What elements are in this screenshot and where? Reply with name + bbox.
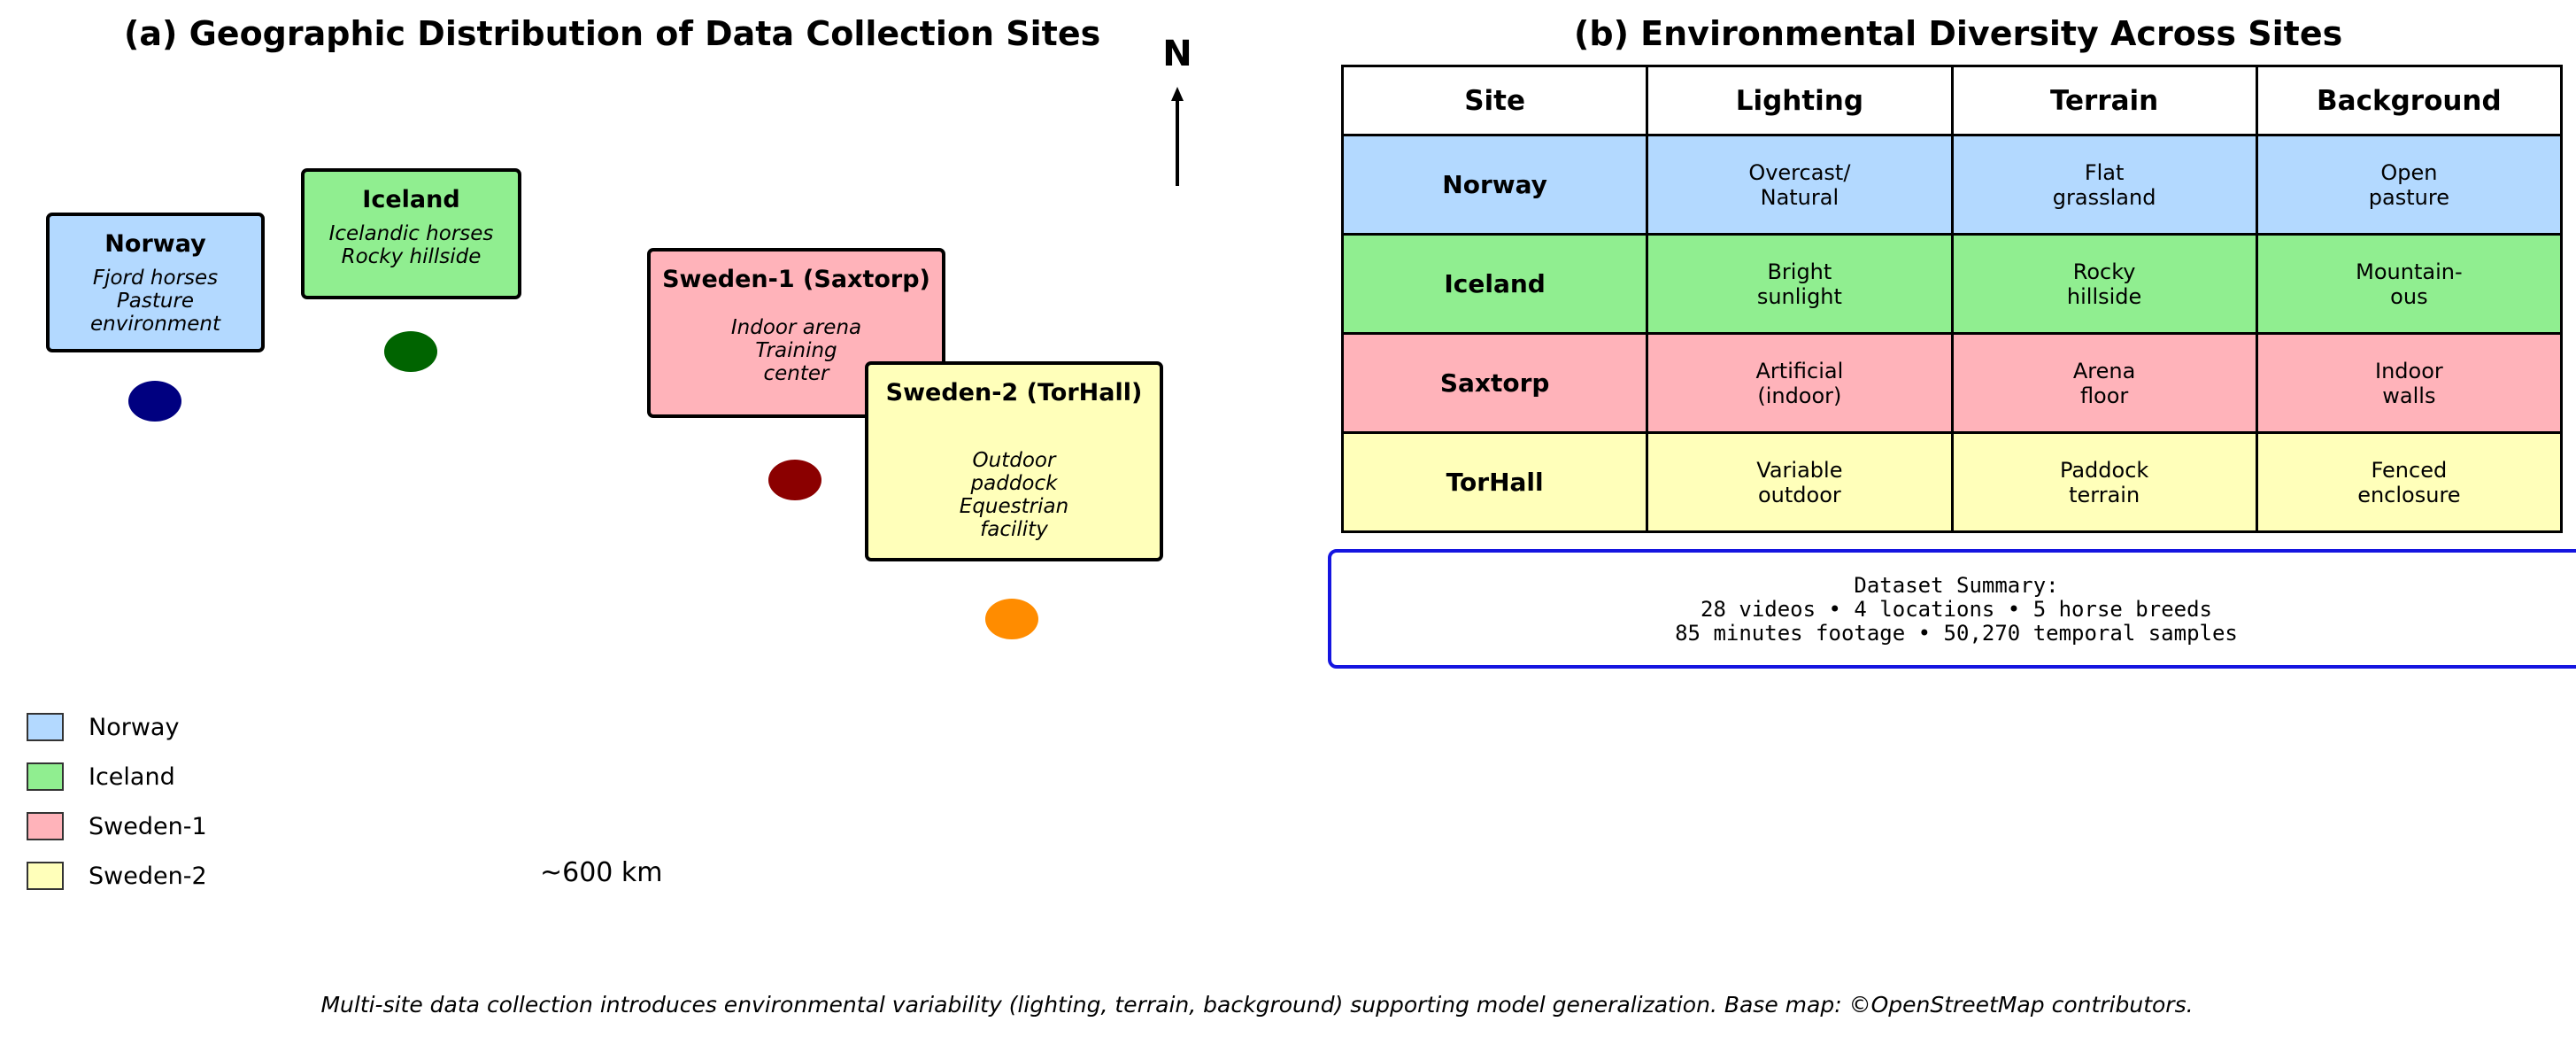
- table-cell-site: TorHall: [1340, 431, 1649, 533]
- dataset-summary-box: Dataset Summary: 28 videos • 4 locations…: [1328, 549, 2576, 669]
- table-cell-lighting: Artificial (indoor): [1646, 332, 1954, 434]
- legend-label: Iceland: [89, 762, 175, 791]
- table-cell-terrain: Rocky hillside: [1950, 233, 2258, 335]
- site-name: Sweden-2 (TorHall): [885, 379, 1143, 406]
- table-cell-site: Iceland: [1340, 233, 1649, 335]
- legend-label: Norway: [89, 713, 180, 741]
- site-marker-norway: [128, 381, 181, 422]
- table-cell-background: Mountain- ous: [2255, 233, 2564, 335]
- table-cell-background: Fenced enclosure: [2255, 431, 2564, 533]
- table-cell-lighting: Bright sunlight: [1646, 233, 1954, 335]
- legend-swatch: [27, 812, 64, 840]
- legend-item-sweden-2: Sweden-2: [27, 860, 207, 892]
- table-row: TorHall Variable outdoor Paddock terrain…: [1340, 431, 2564, 533]
- panel-a-title: (a) Geographic Distribution of Data Coll…: [124, 14, 1101, 53]
- table-cell-site: Norway: [1340, 134, 1649, 236]
- legend-swatch: [27, 762, 64, 791]
- table-row: Norway Overcast/ Natural Flat grassland …: [1340, 134, 2564, 236]
- table-cell-terrain: Paddock terrain: [1950, 431, 2258, 533]
- site-name: Norway: [104, 230, 206, 258]
- table-cell-terrain: Flat grassland: [1950, 134, 2258, 236]
- header-terrain: Terrain: [1950, 65, 2258, 136]
- table-row: Iceland Bright sunlight Rocky hillside M…: [1340, 233, 2564, 335]
- legend-item-sweden-1: Sweden-1: [27, 810, 207, 842]
- legend-label: Sweden-1: [89, 812, 207, 840]
- site-marker-iceland: [384, 331, 437, 372]
- table-cell-site: Saxtorp: [1340, 332, 1649, 434]
- table-cell-lighting: Variable outdoor: [1646, 431, 1954, 533]
- scale-label: ~600 km: [540, 857, 663, 888]
- table-row: Saxtorp Artificial (indoor) Arena floor …: [1340, 332, 2564, 434]
- site-name: Iceland: [362, 186, 460, 213]
- legend-item-norway: Norway: [27, 711, 179, 743]
- site-marker-sweden-1: [768, 460, 821, 500]
- site-marker-sweden-2: [985, 599, 1038, 639]
- table-cell-terrain: Arena floor: [1950, 332, 2258, 434]
- legend-item-iceland: Iceland: [27, 761, 175, 793]
- table-cell-background: Indoor walls: [2255, 332, 2564, 434]
- north-label: N: [1162, 34, 1192, 74]
- figure-caption: Multi-site data collection introduces en…: [320, 992, 2194, 1018]
- north-arrow-icon: [1171, 87, 1184, 186]
- table-header-row: Site Lighting Terrain Background: [1340, 65, 2564, 136]
- table-cell-background: Open pasture: [2255, 134, 2564, 236]
- legend-label: Sweden-2: [89, 862, 207, 890]
- legend-swatch: [27, 713, 64, 741]
- legend-swatch: [27, 862, 64, 890]
- header-lighting: Lighting: [1646, 65, 1954, 136]
- environment-table: Site Lighting Terrain Background Norway …: [1340, 65, 2564, 533]
- site-name: Sweden-1 (Saxtorp): [662, 266, 930, 293]
- table-cell-lighting: Overcast/ Natural: [1646, 134, 1954, 236]
- header-site: Site: [1340, 65, 1649, 136]
- header-background: Background: [2255, 65, 2564, 136]
- panel-b-title: (b) Environmental Diversity Across Sites: [1574, 14, 2343, 53]
- north-arrow: N: [1160, 34, 1195, 186]
